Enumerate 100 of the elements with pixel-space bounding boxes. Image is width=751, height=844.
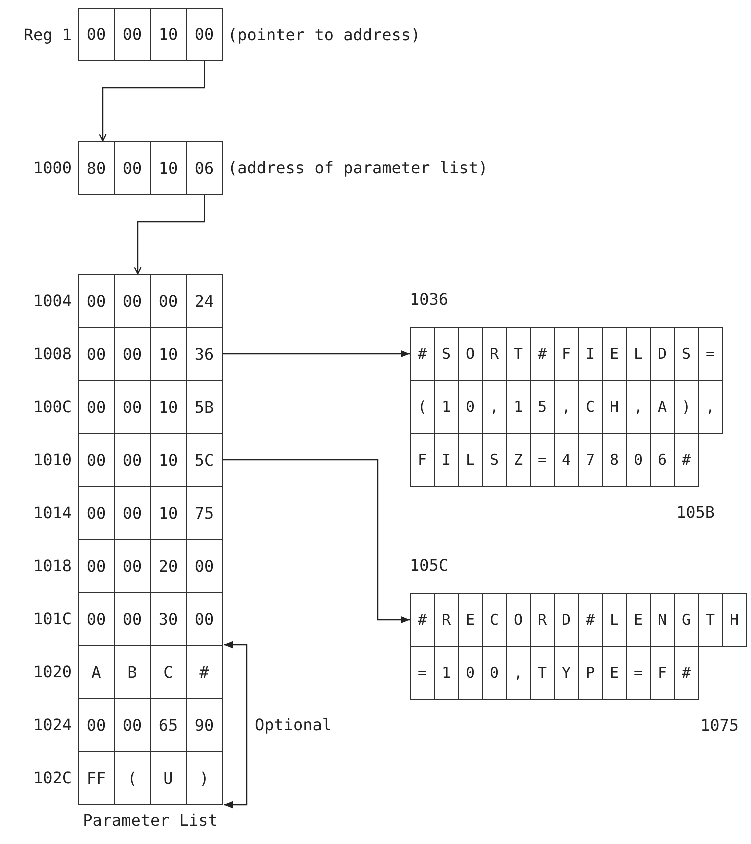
memory-cell: #	[578, 594, 602, 646]
memory-cell: 1	[506, 381, 530, 433]
address-label: 1020	[33, 662, 72, 682]
memory-cell: 0	[482, 647, 506, 699]
memory-cell: F	[554, 328, 578, 380]
memory-cell: U	[150, 752, 186, 804]
memory-cell: N	[650, 594, 674, 646]
memory-cell: S	[674, 328, 698, 380]
address-label: 1010	[33, 450, 72, 470]
memory-cell: R	[434, 594, 458, 646]
memory-cell: R	[482, 328, 506, 380]
memory-cell: B	[114, 646, 150, 698]
memory-row	[410, 646, 699, 700]
memory-cell: 00	[78, 275, 114, 327]
address-label: 105C	[410, 555, 449, 577]
memory-cell: 00	[78, 434, 114, 486]
memory-cell: 00	[150, 275, 186, 327]
address-label: 1018	[33, 556, 72, 576]
memory-cell: 00	[186, 593, 222, 645]
memory-cell: 10	[150, 434, 186, 486]
memory-cell: 00	[114, 487, 150, 539]
address-label: 1008	[33, 344, 72, 364]
memory-cell: #	[530, 328, 554, 380]
memory-cell: ,	[506, 647, 530, 699]
memory-cell: F	[410, 434, 434, 486]
memory-cell: =	[410, 647, 434, 699]
memory-cell: T	[530, 647, 554, 699]
memory-cell: E	[602, 328, 626, 380]
address-label: 1014	[33, 504, 72, 522]
memory-cell: 00	[78, 9, 114, 60]
memory-cell: I	[434, 434, 458, 486]
memory-cell: 06	[186, 142, 222, 194]
connector-arrow	[223, 350, 410, 358]
annotation-text: (address of parameter list)	[228, 158, 488, 178]
memory-cell: 1	[434, 381, 458, 433]
memory-cell: 10	[150, 9, 186, 60]
memory-cell: 10	[150, 487, 186, 539]
memory-cell: 7	[578, 434, 602, 486]
memory-cell: 00	[114, 9, 150, 60]
memory-cell: L	[602, 594, 626, 646]
memory-cell: 4	[554, 434, 578, 486]
memory-cell: ,	[554, 381, 578, 433]
memory-cell: E	[458, 594, 482, 646]
annotation-text: (pointer to address)	[228, 25, 421, 44]
memory-cell: R	[530, 594, 554, 646]
list-caption: Parameter List	[83, 810, 218, 832]
memory-cell: Y	[554, 647, 578, 699]
memory-cell: 00	[186, 9, 222, 60]
memory-cell: #	[674, 434, 698, 486]
memory-cell: 00	[114, 593, 150, 645]
memory-cell: A	[78, 646, 114, 698]
address-label: 1000	[33, 158, 72, 178]
memory-cell: L	[626, 328, 650, 380]
memory-cell: 00	[78, 699, 114, 751]
memory-cell: )	[674, 381, 698, 433]
memory-cell: 5C	[186, 434, 222, 486]
memory-cell: 80	[78, 142, 114, 194]
memory-cell: L	[458, 434, 482, 486]
memory-cell: #	[186, 646, 222, 698]
memory-cell: C	[482, 594, 506, 646]
memory-cell: 00	[78, 328, 114, 380]
memory-cell: 00	[114, 540, 150, 592]
memory-cell: 00	[114, 142, 150, 194]
memory-cell: =	[626, 647, 650, 699]
memory-cell: 00	[114, 699, 150, 751]
memory-cell: 8	[602, 434, 626, 486]
memory-cell: Z	[506, 434, 530, 486]
memory-cell: (	[114, 752, 150, 804]
memory-cell: O	[506, 594, 530, 646]
memory-cell: S	[434, 328, 458, 380]
address-label: 105B	[676, 502, 715, 524]
memory-cell: 00	[186, 540, 222, 592]
memory-cell: P	[578, 647, 602, 699]
memory-cell: 24	[186, 275, 222, 327]
memory-cell: #	[674, 647, 698, 699]
memory-cell: T	[506, 328, 530, 380]
memory-cell: 00	[114, 381, 150, 433]
memory-cell: #	[410, 328, 434, 380]
memory-cell: FF	[78, 752, 114, 804]
address-label: 100C	[33, 398, 72, 416]
memory-cell: 6	[650, 434, 674, 486]
memory-cell: E	[602, 647, 626, 699]
memory-cell: 75	[186, 487, 222, 539]
memory-cell: )	[186, 752, 222, 804]
memory-cell: 0	[626, 434, 650, 486]
memory-cell: 20	[150, 540, 186, 592]
memory-cell: I	[578, 328, 602, 380]
memory-cell: 10	[150, 381, 186, 433]
memory-cell: 00	[114, 328, 150, 380]
address-label: 102C	[33, 768, 72, 788]
memory-cell: 1	[434, 647, 458, 699]
memory-row	[410, 327, 723, 381]
memory-cell: F	[650, 647, 674, 699]
memory-cell: =	[530, 434, 554, 486]
memory-cell: 00	[78, 487, 114, 539]
memory-cell: S	[482, 434, 506, 486]
memory-cell: ,	[626, 381, 650, 433]
memory-cell: ,	[698, 381, 722, 433]
memory-cell: H	[722, 594, 746, 646]
memory-cell: H	[602, 381, 626, 433]
